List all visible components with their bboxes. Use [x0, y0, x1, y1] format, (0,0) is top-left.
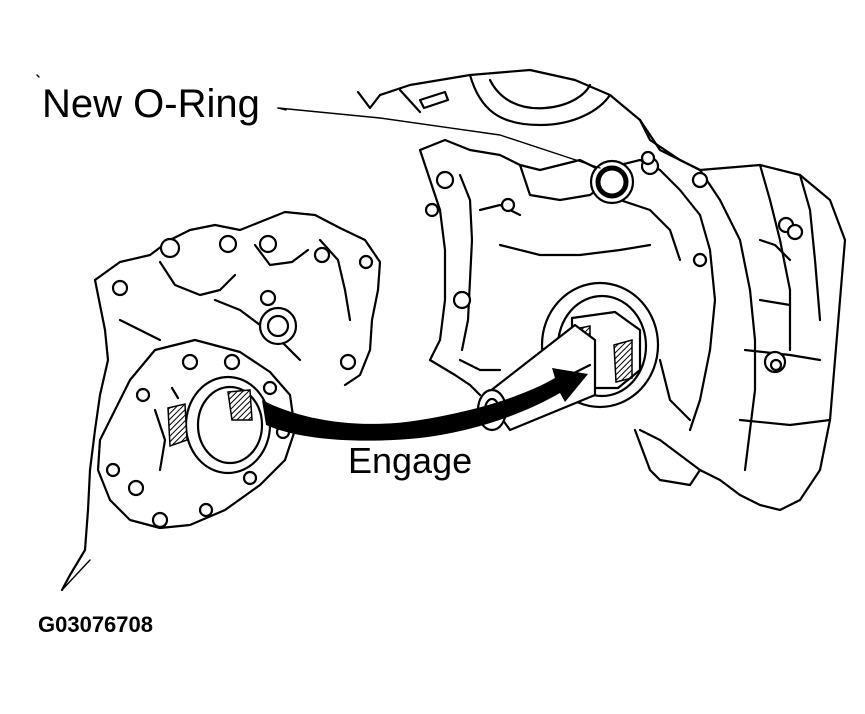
background-outline [36, 74, 91, 591]
engage-label: Engage [348, 440, 473, 481]
engage-arrow [262, 368, 588, 441]
oil-pump-assembly [60, 210, 382, 592]
figure-code-label: G03076708 [38, 612, 153, 637]
new-oring-label: New O-Ring [42, 82, 260, 126]
oring-leader [277, 107, 601, 169]
